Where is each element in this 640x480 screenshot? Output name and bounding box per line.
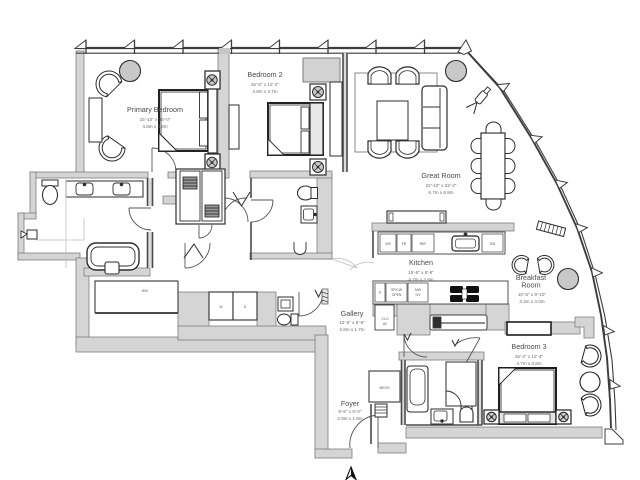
svg-text:Bedroom 3: Bedroom 3 [511, 342, 546, 351]
svg-text:3.8m x 1.7m: 3.8m x 1.7m [339, 327, 364, 332]
svg-text:15'-4" x 12'-4": 15'-4" x 12'-4" [515, 354, 544, 359]
svg-text:Bedroom 2: Bedroom 2 [247, 70, 282, 79]
svg-text:Breakfast: Breakfast [516, 273, 546, 282]
svg-text:Gallery: Gallery [341, 309, 364, 318]
svg-text:WS: WS [385, 242, 391, 246]
svg-text:CLO: CLO [382, 317, 389, 321]
svg-text:15'-8" x 8'-8": 15'-8" x 8'-8" [408, 270, 434, 275]
svg-text:15'-10" x 14'-0": 15'-10" x 14'-0" [140, 117, 171, 122]
svg-text:4.8m x 4.3m: 4.8m x 4.3m [142, 124, 167, 129]
svg-text:REF: REF [420, 242, 427, 246]
svg-text:OPEN: OPEN [392, 293, 402, 297]
svg-text:Great Room: Great Room [421, 171, 460, 180]
svg-text:AV: AV [383, 322, 388, 326]
svg-text:OV: OV [416, 293, 422, 297]
svg-text:6.7m x 6.8m: 6.7m x 6.8m [428, 190, 453, 195]
svg-text:WIC: WIC [142, 289, 149, 293]
svg-text:D: D [244, 305, 247, 309]
svg-text:DW: DW [490, 242, 496, 246]
svg-text:Primary Bedroom: Primary Bedroom [127, 105, 183, 114]
svg-text:W: W [219, 305, 223, 309]
svg-text:MW: MW [415, 288, 422, 292]
svg-text:4.7m x 3.8m: 4.7m x 3.8m [516, 361, 541, 366]
svg-text:Foyer: Foyer [341, 399, 360, 408]
svg-text:15'-5" x 12'-2": 15'-5" x 12'-2" [251, 82, 280, 87]
svg-text:9'-6" x 6'-0": 9'-6" x 6'-0" [338, 409, 362, 414]
svg-text:3.2m x 3.0m: 3.2m x 3.0m [519, 299, 544, 304]
svg-text:SP/CW: SP/CW [391, 288, 403, 292]
svg-text:Kitchen: Kitchen [409, 258, 433, 267]
svg-text:4.7m x 2.5m: 4.7m x 2.5m [408, 277, 433, 282]
svg-text:FR: FR [402, 242, 407, 246]
svg-text:Room: Room [521, 281, 540, 290]
svg-text:4.8m x 3.7m: 4.8m x 3.7m [252, 89, 277, 94]
svg-text:P: P [379, 291, 382, 295]
svg-text:10'-5" x 9'-10": 10'-5" x 9'-10" [518, 292, 547, 297]
svg-text:12'-5" x 5'-8": 12'-5" x 5'-8" [339, 320, 365, 325]
svg-text:22'-10" x 22'-4": 22'-10" x 22'-4" [426, 183, 457, 188]
svg-text:2.9m x 1.8m: 2.9m x 1.8m [337, 416, 362, 421]
svg-text:MECH: MECH [380, 386, 391, 390]
